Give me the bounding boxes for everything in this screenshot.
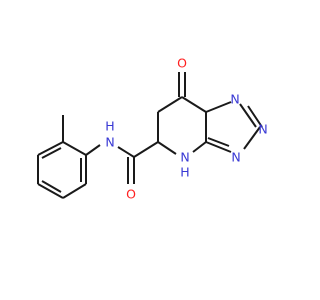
bond-amide-n (117, 146, 135, 158)
atom-n1: N (230, 92, 239, 107)
bond-ph-5 (62, 183, 87, 199)
bond-ring-6 (181, 96, 207, 113)
atom-amide-n: N (105, 135, 114, 150)
bond-tri-1 (205, 101, 232, 113)
bond-ring-4 (192, 141, 207, 153)
bond-c-amide (133, 141, 159, 158)
atom-n3: N (231, 150, 240, 165)
bond-ring-3 (157, 141, 177, 155)
atom-ketone-oxygen: O (177, 56, 187, 71)
atom-ring-nh-h: H (180, 165, 189, 180)
bond-ph-2 (37, 141, 64, 156)
bond-ph-d1 (41, 147, 62, 159)
bond-tri-4 (205, 141, 232, 153)
molecule-structure: O N N N N H N H O (37, 56, 268, 202)
bonds (37, 72, 263, 199)
bond-n-phenyl (85, 144, 101, 156)
atom-labels: O N N N N H N H O (105, 56, 267, 202)
bond-tri-3 (243, 126, 261, 150)
bond-ph-4 (37, 183, 64, 199)
bond-ring-1 (157, 96, 183, 113)
atom-amide-oxygen: O (126, 187, 136, 202)
bond-tri-4b (207, 137, 230, 147)
bond-tri-2 (239, 103, 257, 128)
bond-ph-d2 (41, 180, 62, 193)
bond-ph-1 (62, 141, 87, 156)
bond-tri-2b (247, 105, 263, 128)
atom-ring-nh-n: N (180, 150, 189, 165)
atom-amide-h: H (105, 119, 114, 134)
atom-n2: N (258, 122, 267, 137)
